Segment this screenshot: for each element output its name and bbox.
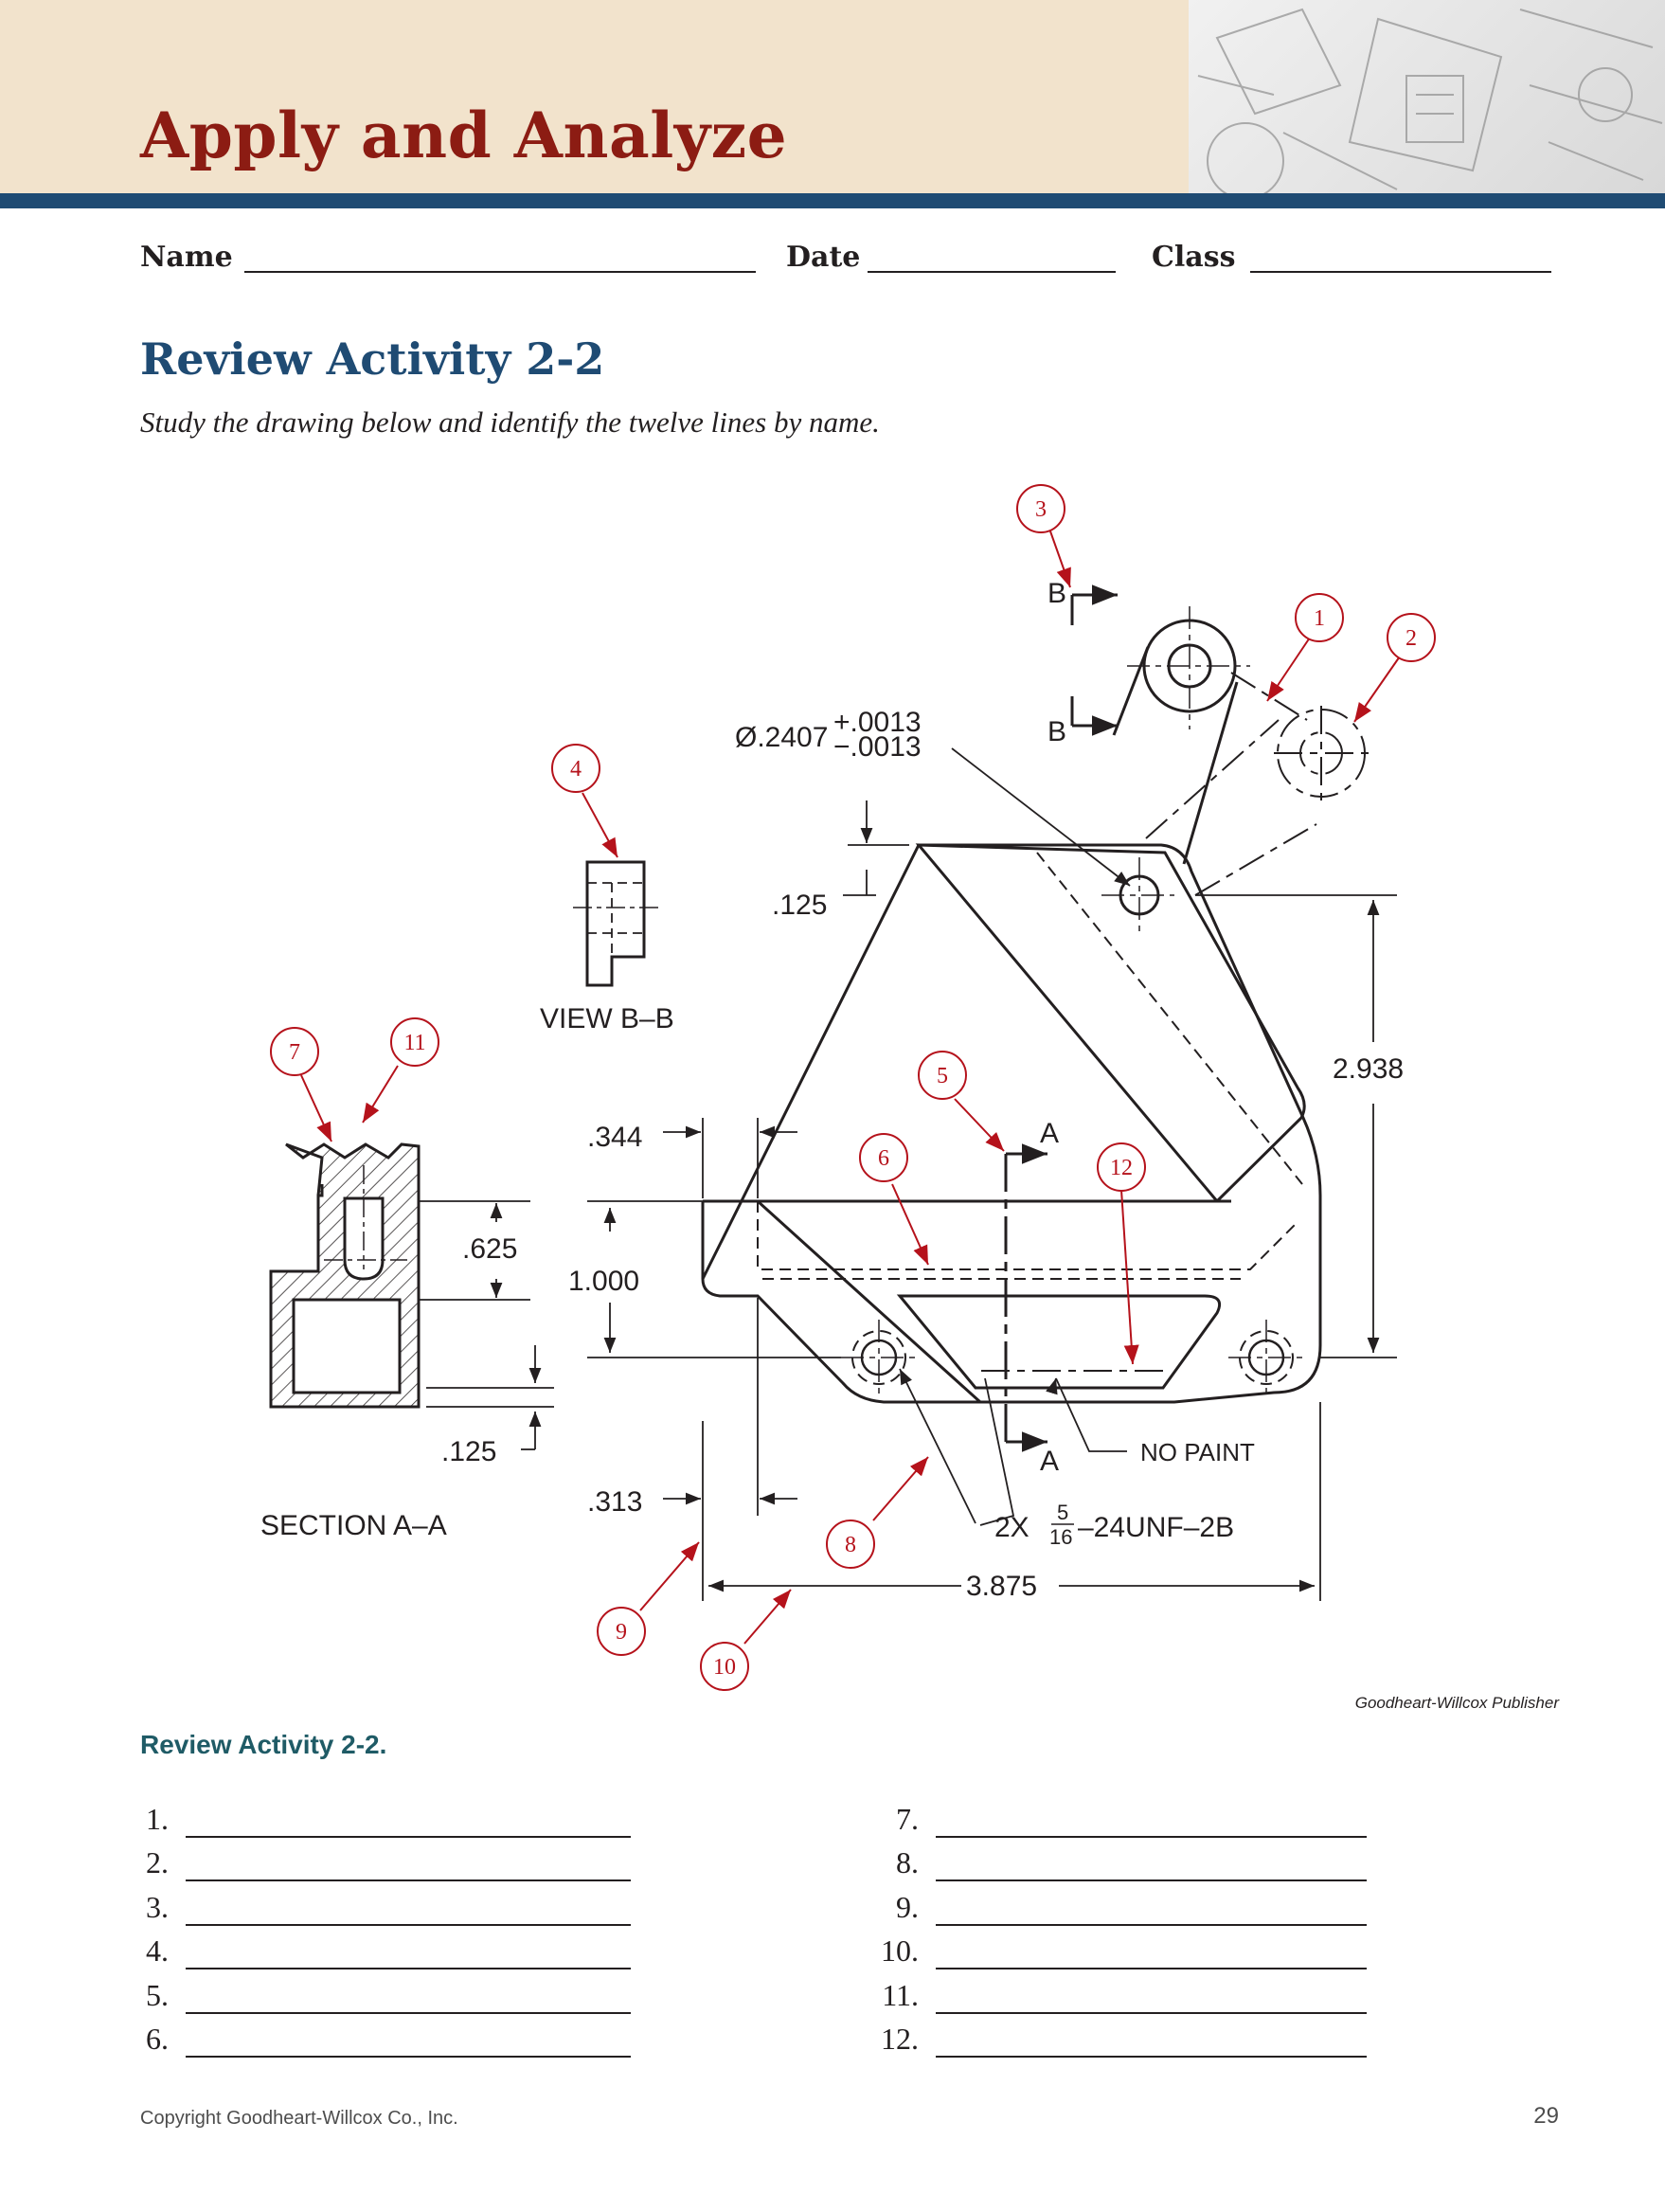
answer-number: 8.	[896, 1845, 919, 1879]
callout-circle-5	[918, 1051, 967, 1100]
dim-3875: 3.875	[966, 1571, 1037, 1602]
class-label: Class	[1152, 241, 1236, 274]
label-b-top: B	[1047, 578, 1066, 609]
callout-circle-11	[390, 1017, 439, 1067]
review-caption: Review Activity 2-2.	[140, 1730, 387, 1759]
answer-number: 9.	[896, 1890, 919, 1924]
answer-number: 3.	[146, 1890, 169, 1924]
hole-diameter: Ø.2407	[735, 722, 828, 753]
callout-3: 3	[1035, 497, 1047, 522]
name-field[interactable]	[244, 271, 756, 273]
answer-field-11[interactable]	[936, 2012, 1367, 2014]
callout-5: 5	[937, 1064, 948, 1088]
answer-number: 4.	[146, 1933, 169, 1968]
tolerance-plus: +.0013	[833, 707, 922, 738]
blueprint-photo	[1189, 0, 1665, 193]
label-a-bottom: A	[1040, 1446, 1059, 1477]
banner-divider	[0, 193, 1665, 208]
answer-field-3[interactable]	[186, 1924, 631, 1926]
answer-field-12[interactable]	[936, 2056, 1367, 2058]
thread-suffix: –24UNF–2B	[1078, 1512, 1234, 1543]
answer-field-9[interactable]	[936, 1924, 1367, 1926]
section-aa-label: SECTION A–A	[260, 1510, 447, 1541]
answer-field-7[interactable]	[936, 1836, 1367, 1838]
callout-4: 4	[570, 757, 582, 782]
dim-313: .313	[587, 1486, 642, 1518]
name-label: Name	[140, 241, 233, 274]
answer-field-6[interactable]	[186, 2056, 631, 2058]
banner-title: Apply and Analyze	[140, 99, 788, 172]
no-paint-note: NO PAINT	[1140, 1438, 1255, 1466]
answer-number: 2.	[146, 1845, 169, 1879]
dim-125-top: .125	[772, 890, 827, 921]
activity-instruction: Study the drawing below and identify the…	[140, 405, 880, 439]
answer-number: 11.	[882, 1978, 919, 2012]
dim-1000: 1.000	[568, 1266, 639, 1297]
view-bb-label: VIEW B–B	[540, 1003, 674, 1034]
answer-field-5[interactable]	[186, 2012, 631, 2014]
answer-number: 12.	[881, 2022, 919, 2056]
dim-2938: 2.938	[1333, 1053, 1404, 1085]
dim-344: .344	[587, 1122, 642, 1153]
date-label: Date	[786, 241, 861, 274]
answer-field-8[interactable]	[936, 1879, 1367, 1881]
callout-12: 12	[1110, 1156, 1133, 1180]
label-a-top: A	[1040, 1118, 1059, 1149]
callout-6: 6	[878, 1146, 889, 1171]
image-credit: Goodheart-Willcox Publisher	[1354, 1694, 1559, 1712]
copyright: Copyright Goodheart-Willcox Co., Inc.	[140, 2108, 458, 2129]
callout-circle-2	[1387, 613, 1436, 662]
answer-number: 1.	[146, 1802, 169, 1836]
tolerance-minus: −.0013	[833, 731, 922, 763]
callout-10: 10	[713, 1655, 736, 1680]
label-b-bottom: B	[1047, 716, 1066, 747]
answer-field-10[interactable]	[936, 1968, 1367, 1969]
answer-field-1[interactable]	[186, 1836, 631, 1838]
callout-1: 1	[1314, 606, 1325, 631]
callout-circle-9	[597, 1607, 646, 1656]
callout-circle-8	[826, 1520, 875, 1569]
answer-number: 6.	[146, 2022, 169, 2056]
date-field[interactable]	[868, 271, 1116, 273]
thread-denominator: 16	[1049, 1525, 1072, 1549]
callout-circle-6	[859, 1133, 908, 1182]
answer-number: 7.	[896, 1802, 919, 1836]
page-number: 29	[1533, 2103, 1559, 2129]
callout-circle-10	[700, 1642, 749, 1691]
answer-number: 10.	[881, 1933, 919, 1968]
callout-8: 8	[845, 1533, 856, 1557]
thread-prefix: 2X	[994, 1512, 1029, 1543]
callout-circle-1	[1295, 593, 1344, 642]
class-field[interactable]	[1250, 271, 1551, 273]
answer-number: 5.	[146, 1978, 169, 2012]
thread-numerator: 5	[1057, 1501, 1068, 1524]
answer-field-2[interactable]	[186, 1879, 631, 1881]
callout-11: 11	[403, 1031, 425, 1055]
callout-circle-12	[1097, 1142, 1146, 1192]
dim-625: .625	[462, 1233, 517, 1265]
callout-circle-4	[551, 744, 600, 793]
callout-9: 9	[616, 1620, 627, 1645]
callout-circle-3	[1016, 484, 1065, 533]
callout-7: 7	[289, 1040, 300, 1065]
answer-field-4[interactable]	[186, 1968, 631, 1969]
dim-125-section: .125	[441, 1436, 496, 1467]
callout-circle-7	[270, 1027, 319, 1076]
callout-2: 2	[1405, 626, 1417, 651]
activity-title: Review Activity 2-2	[140, 333, 605, 385]
